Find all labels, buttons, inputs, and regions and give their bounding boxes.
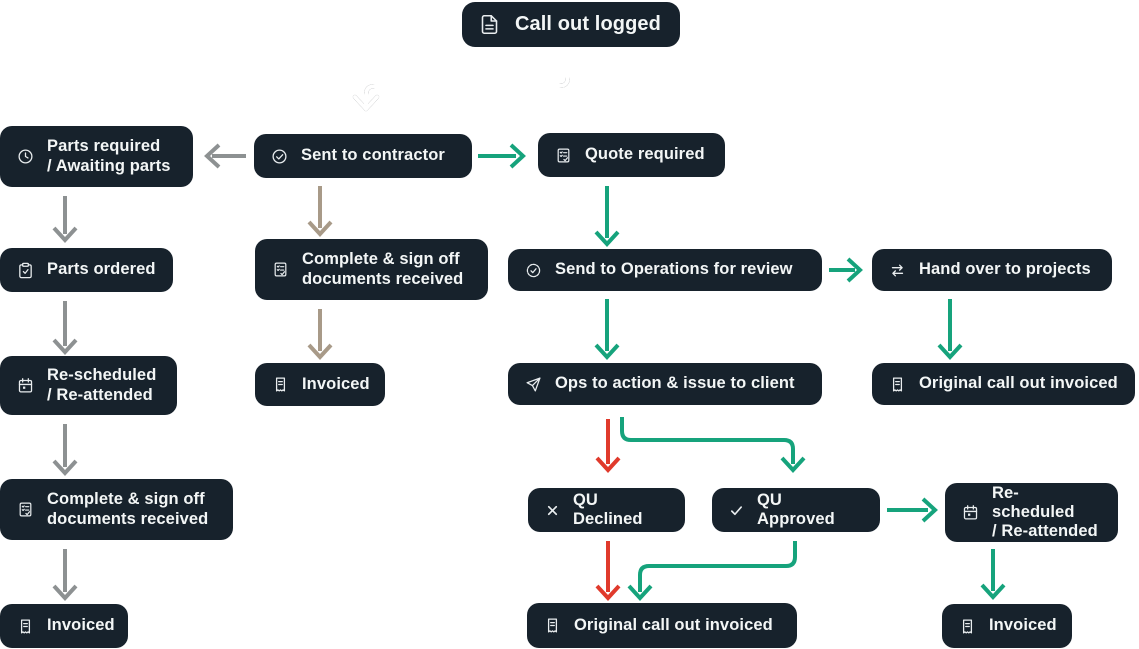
arrow-callout-to-contractor: [353, 44, 570, 111]
node-label: Call out logged: [515, 12, 661, 35]
node-complete-signoff-contractor: Complete & sign off documents received: [255, 239, 488, 300]
checklist-icon: [555, 147, 572, 164]
node-label: Ops to action & issue to client: [555, 374, 795, 393]
node-quote-required: Quote required: [538, 133, 725, 177]
node-ops-to-action: Ops to action & issue to client: [508, 363, 822, 405]
receipt-icon: [889, 376, 906, 393]
receipt-icon: [959, 618, 976, 635]
node-label: QU Approved: [757, 490, 835, 528]
arrow-qu-approved-to-rescheduled: [887, 497, 938, 523]
file-text-icon: [479, 14, 500, 35]
node-label: Original call out invoiced: [574, 615, 773, 634]
arrow-parts-required-to-parts-ordered: [52, 196, 78, 243]
calendar-icon: [962, 504, 979, 521]
node-invoiced-parts: Invoiced: [0, 604, 128, 648]
arrow-qu-declined-to-original-invoiced: [595, 541, 621, 601]
node-parts-required: Parts required / Awaiting parts: [0, 126, 193, 187]
node-label: Re-scheduled / Re-attended: [992, 483, 1098, 541]
node-label: QU Declined: [573, 490, 643, 528]
arrow-complete-signoff-to-invoiced-parts: [52, 549, 78, 601]
clock-icon: [17, 148, 34, 165]
arrow-contractor-to-complete-signoff: [307, 186, 333, 237]
node-label: Hand over to projects: [919, 260, 1091, 279]
node-label: Invoiced: [302, 374, 370, 393]
node-label: Quote required: [585, 145, 705, 164]
x-icon: [545, 503, 560, 518]
arrow-ops-to-qu-declined: [595, 419, 621, 473]
arrow-rescheduled-to-complete-signoff: [52, 424, 78, 476]
arrow-rescheduled-to-invoiced-qu: [980, 549, 1006, 600]
node-original-invoiced-projects: Original call out invoiced: [872, 363, 1135, 405]
node-label: Send to Operations for review: [555, 260, 793, 279]
check-circle-icon: [271, 148, 288, 165]
node-hand-over-projects: Hand over to projects: [872, 249, 1112, 291]
node-invoiced-contractor: Invoiced: [255, 363, 385, 406]
node-rescheduled-qu: Re-scheduled / Re-attended: [945, 483, 1118, 542]
receipt-icon: [17, 618, 34, 635]
node-label: Re-scheduled / Re-attended: [47, 366, 157, 404]
arrow-contractor-to-quote-required: [478, 143, 526, 169]
node-label: Invoiced: [989, 616, 1057, 635]
node-qu-declined: QU Declined: [528, 488, 685, 532]
node-send-to-operations: Send to Operations for review: [508, 249, 822, 291]
arrow-complete-signoff-to-invoiced-contractor: [307, 309, 333, 360]
node-invoiced-qu: Invoiced: [942, 604, 1072, 648]
checklist-icon: [272, 261, 289, 278]
arrow-contractor-to-parts-required: [204, 143, 246, 169]
node-label: Parts required / Awaiting parts: [47, 137, 171, 175]
arrow-ops-to-qu-approved: [620, 417, 806, 473]
node-label: Parts ordered: [47, 260, 156, 279]
calendar-icon: [17, 377, 34, 394]
node-complete-signoff-parts: Complete & sign off documents received: [0, 479, 233, 540]
arrow-operations-to-ops-action: [594, 299, 620, 360]
node-qu-approved: QU Approved: [712, 488, 880, 532]
checklist-icon: [17, 501, 34, 518]
badge-check-icon: [525, 262, 542, 279]
arrow-quote-to-operations: [594, 186, 620, 247]
node-sent-to-contractor: Sent to contractor: [254, 134, 472, 178]
node-label: Original call out invoiced: [919, 374, 1118, 393]
arrow-handover-to-original-invoiced: [937, 299, 963, 360]
node-label: Invoiced: [47, 616, 115, 635]
node-original-invoiced-qu: Original call out invoiced: [527, 603, 797, 648]
node-parts-ordered: Parts ordered: [0, 248, 173, 292]
check-icon: [729, 503, 744, 518]
clipboard-check-icon: [17, 262, 34, 279]
node-rescheduled-parts: Re-scheduled / Re-attended: [0, 356, 177, 415]
node-call-out-logged: Call out logged: [462, 2, 680, 47]
arrow-parts-ordered-to-rescheduled: [52, 301, 78, 355]
node-label: Complete & sign off documents received: [47, 490, 209, 528]
transfer-icon: [889, 262, 906, 279]
node-label: Complete & sign off documents received: [302, 250, 464, 288]
receipt-icon: [544, 617, 561, 634]
arrow-operations-to-handover: [829, 257, 863, 283]
send-icon: [525, 376, 542, 393]
node-label: Sent to contractor: [301, 146, 445, 165]
arrow-qu-approved-to-original-invoiced: [627, 541, 797, 601]
receipt-icon: [272, 376, 289, 393]
